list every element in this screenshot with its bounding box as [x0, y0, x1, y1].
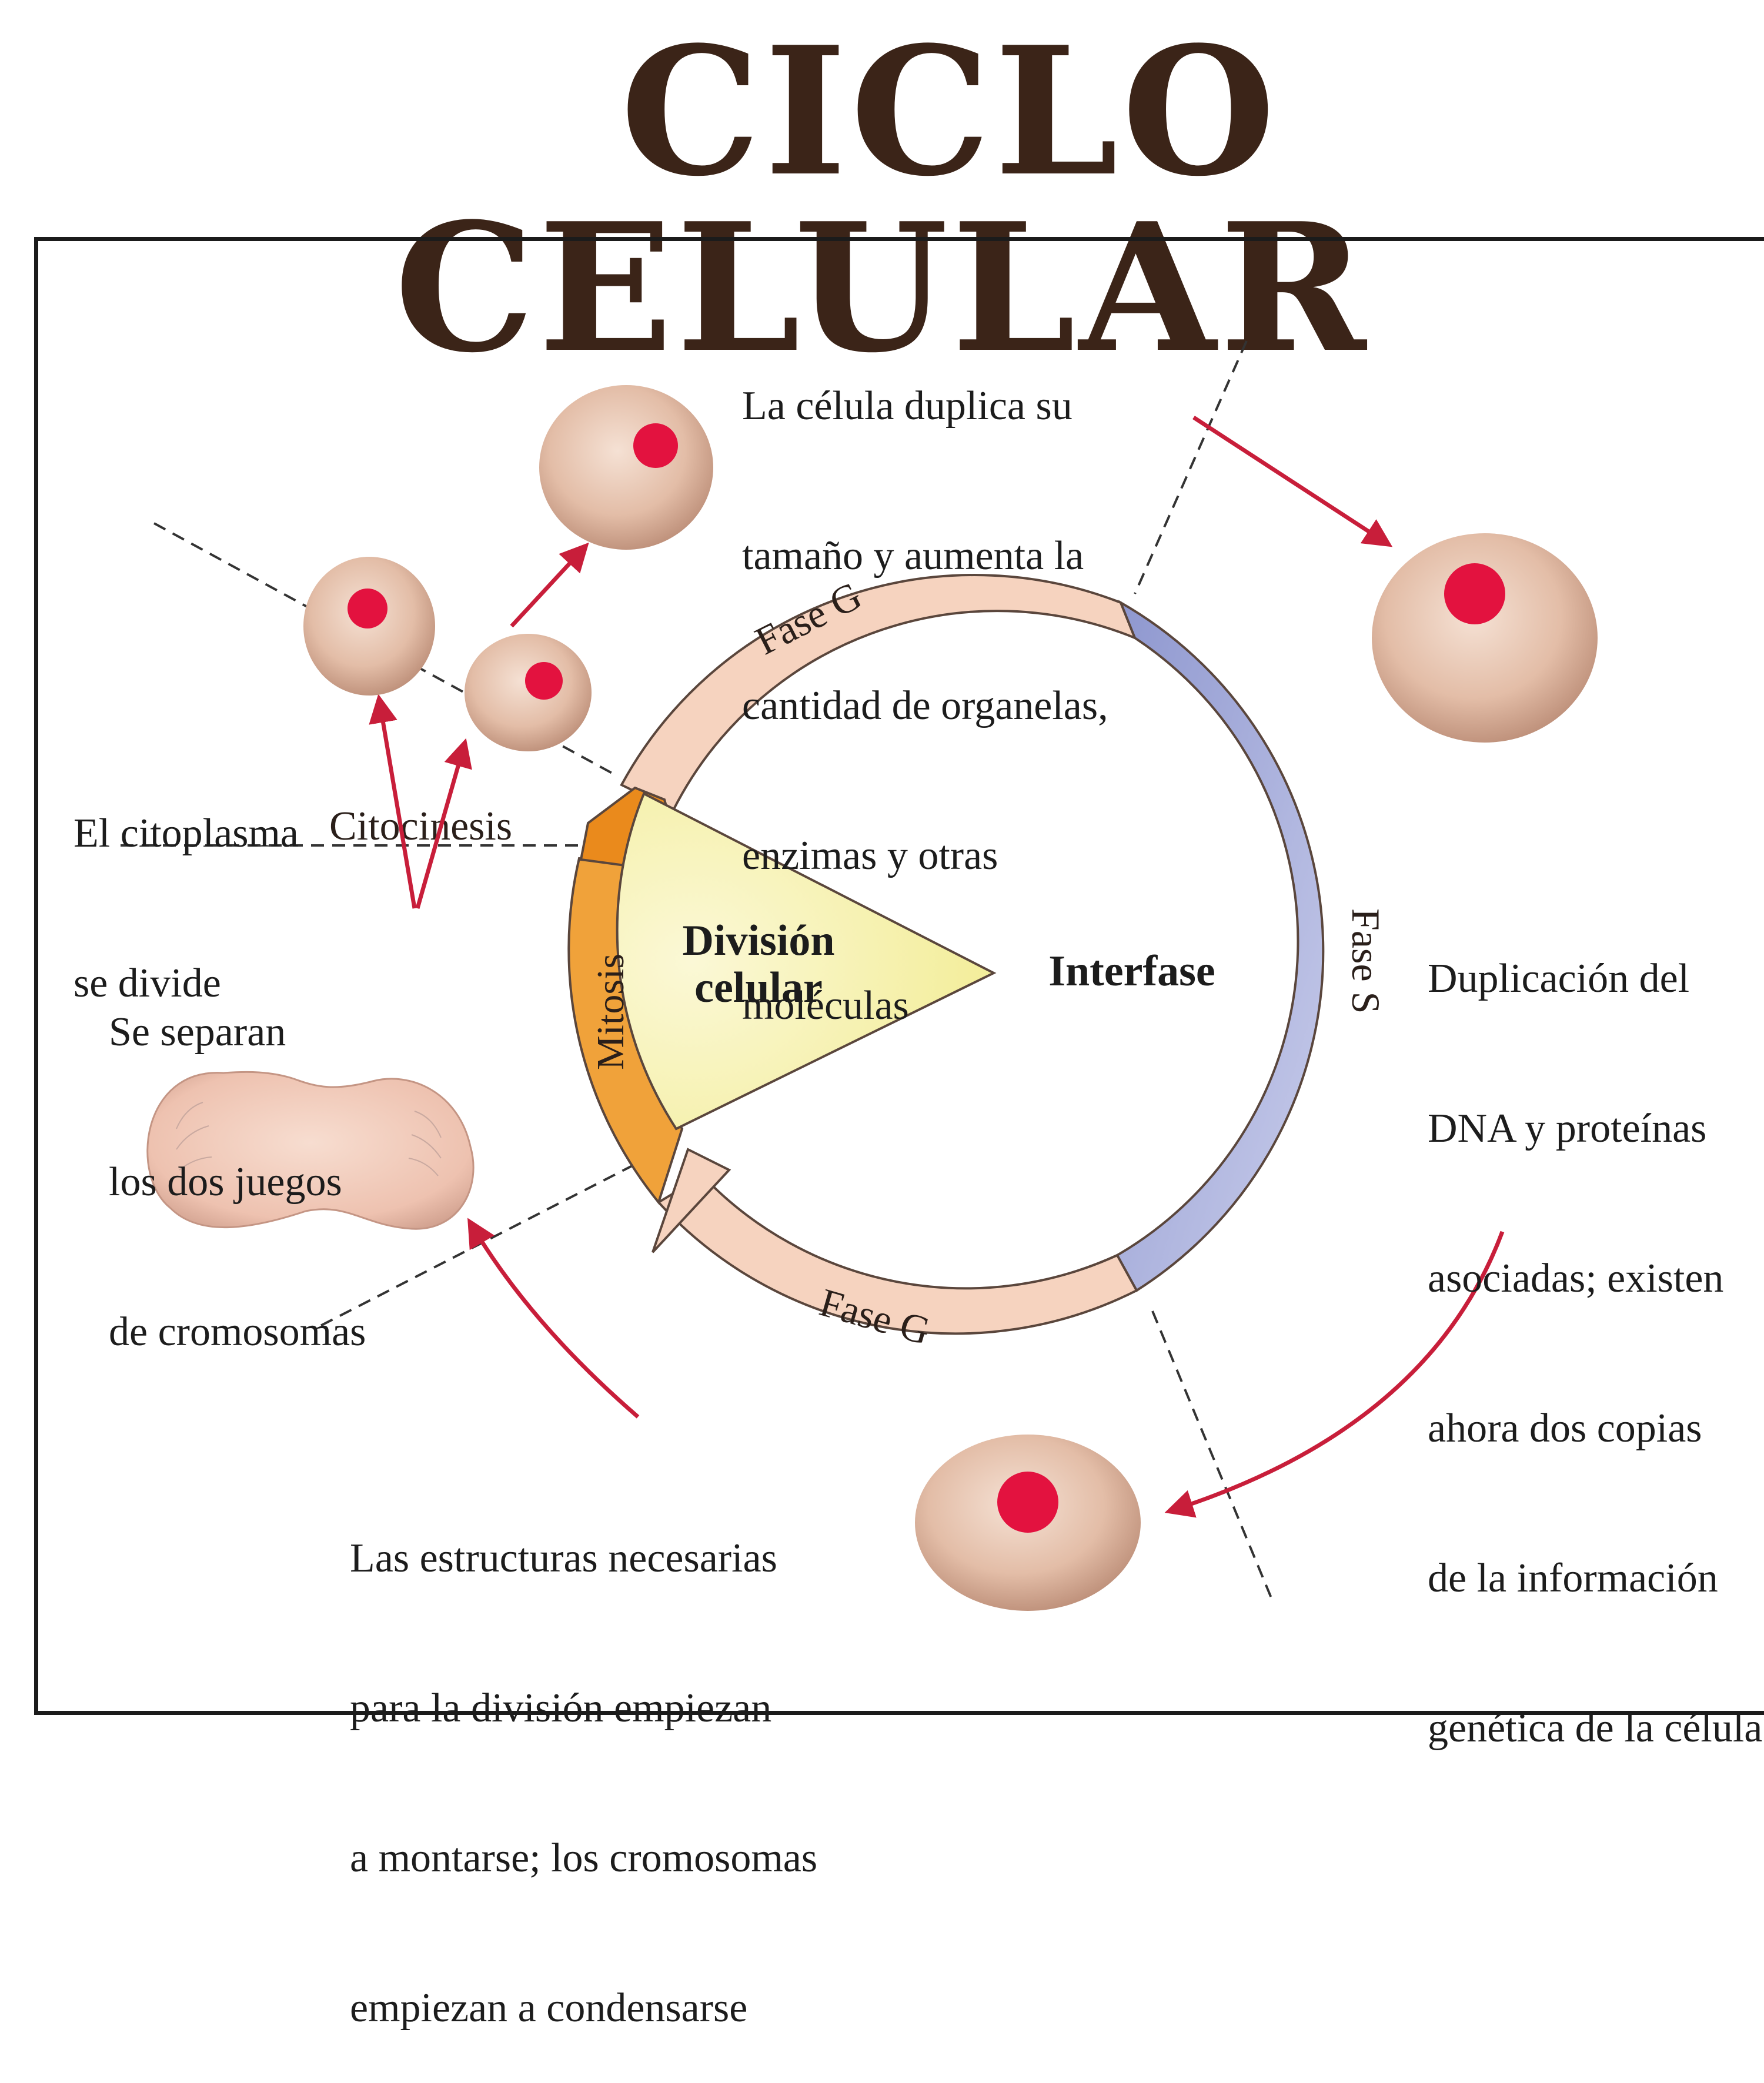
note-chromosomes: Se separan los dos juegos de cromosomas: [109, 1009, 366, 1355]
division-label-line1: División: [682, 917, 835, 965]
cell-nucleus: [1444, 563, 1505, 624]
division-label-line2: celular: [694, 964, 823, 1012]
boundary-g1-s: [1134, 340, 1248, 594]
boundary-s-g2: [1151, 1310, 1274, 1603]
dividing-cell-body: [146, 1071, 475, 1230]
dividing-cell: [146, 1071, 475, 1230]
mitosis-label: Mitosis: [589, 954, 632, 1070]
note-s: Duplicación del DNA y proteínas asociada…: [1428, 956, 1763, 1751]
diagram-frame: [34, 237, 1764, 1715]
cytokinesis-label: Citocinesis: [329, 804, 512, 849]
arrow-blob-to-right-daughter: [415, 738, 472, 909]
g2-arrowhead: [652, 1148, 731, 1253]
cell-after-s: [1372, 533, 1598, 743]
division-wedge: [616, 792, 997, 1131]
note-g2: Las estructuras necesarias para la divis…: [350, 1536, 818, 2031]
division-label: División celular: [650, 917, 867, 1011]
note-cytoplasm: El citoplasma se divide: [74, 811, 299, 1006]
arrow-blob-to-left-daughter: [369, 694, 417, 909]
cell-nucleus: [348, 589, 387, 628]
cell-nucleus: [997, 1472, 1058, 1533]
s-phase-arc: [1115, 600, 1325, 1292]
arrow-daughter-to-growth: [510, 542, 589, 628]
cell-body: [465, 634, 592, 751]
daughter-cell-right: [465, 634, 592, 751]
spindle-lines: [176, 1102, 442, 1176]
cell-after-g2: [915, 1435, 1141, 1611]
cell-nucleus: [633, 423, 678, 468]
progression-arrows: [369, 416, 1505, 1518]
cell-body: [1372, 533, 1598, 743]
arrow-g2-to-blob: [467, 1218, 640, 1419]
cell-cycle-diagram: Fase G Fase S Fase G Mitosis Citocinesis: [121, 340, 1598, 1611]
cell-growth: [539, 385, 713, 550]
note-g1: La célula duplica su tamaño y aumenta la…: [742, 383, 1108, 1028]
arrow-g1-to-s-cell: [1192, 416, 1393, 547]
arrow-s-to-g2-cell: [1164, 1231, 1505, 1518]
cycle-ring: [567, 574, 1325, 1335]
s-phase-label: Fase S: [1344, 908, 1388, 1014]
cell-body: [539, 385, 713, 550]
daughter-cell-left: [303, 557, 435, 696]
interphase-label: Interfase: [1048, 947, 1215, 995]
page-title: CICLO CELULAR: [394, 8, 1370, 392]
cell-nucleus: [525, 662, 563, 700]
